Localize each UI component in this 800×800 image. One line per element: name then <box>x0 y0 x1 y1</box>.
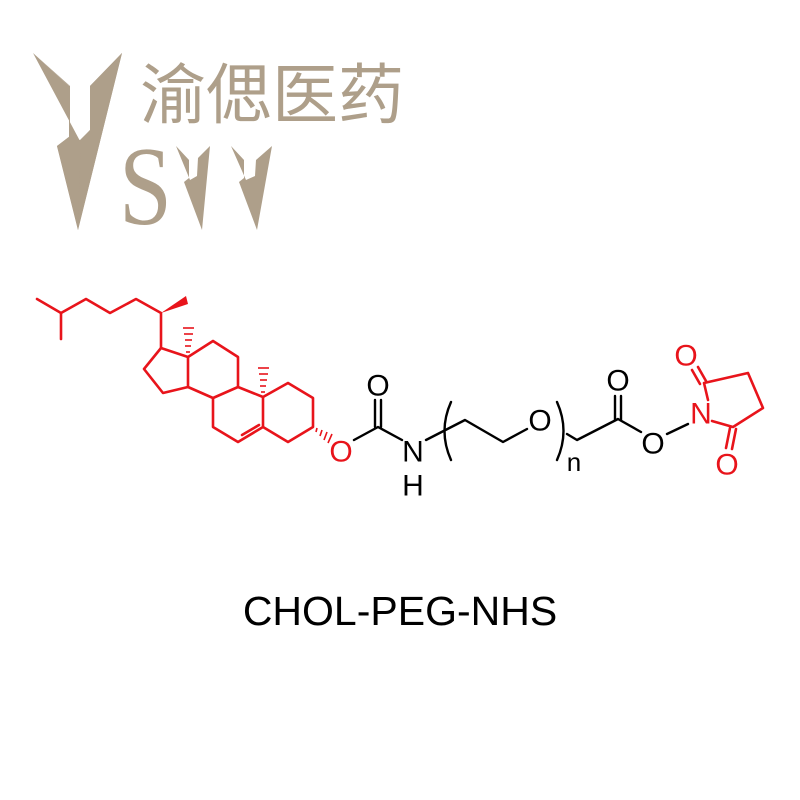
wedge-bond <box>161 296 188 313</box>
atom-o-carbonyl: O <box>366 370 389 403</box>
ring-a <box>261 381 315 444</box>
logo-brand-name: 渝偲医药 <box>140 57 404 134</box>
compound-name: CHOL-PEG-NHS <box>242 588 558 634</box>
nhs-carbonyl-top-2 <box>696 365 708 383</box>
nhs-carbonyl-bottom-2 <box>730 427 738 451</box>
logo-small-v-1 <box>176 146 210 230</box>
atom-h: H <box>402 470 424 503</box>
peg-linker: O N H O n O O <box>352 365 690 503</box>
nhs-carbonyl-bottom <box>724 426 732 450</box>
acid-bonds <box>565 417 643 442</box>
o-n-bond <box>665 422 690 436</box>
hashed-methyl-c13 <box>183 327 194 353</box>
carbamate-bonds <box>352 425 404 442</box>
logo-large-v-left <box>33 53 80 230</box>
double-bond <box>240 423 261 437</box>
hashed-bond-c3-o <box>315 427 333 444</box>
atom-n-nhs: N <box>690 398 712 431</box>
atom-o-nhs-top: O <box>674 340 697 373</box>
ring-c <box>186 339 240 400</box>
atom-o-peg: O <box>528 405 551 438</box>
atom-o-acid-carbonyl: O <box>606 365 629 398</box>
ring-b <box>211 385 265 444</box>
repeat-subscript-n: n <box>567 447 581 477</box>
logo-letter-s: S <box>119 125 172 249</box>
succinimide-ring <box>702 371 765 429</box>
peg-chain-bonds <box>424 418 529 444</box>
atom-o-ester: O <box>641 428 664 461</box>
nhs-moiety: N O O <box>674 340 765 482</box>
logo-large-v-right <box>78 53 122 230</box>
logo-small-v-2 <box>231 146 272 230</box>
side-chain-bonds <box>35 297 163 350</box>
atom-o-cholesterol: O <box>329 436 352 469</box>
atom-n: N <box>402 436 424 469</box>
repeat-bracket-right <box>555 400 565 462</box>
atom-o-nhs-bottom: O <box>715 449 738 482</box>
cholesterol-moiety: O <box>35 296 353 469</box>
hashed-methyl-c10 <box>258 367 269 393</box>
nhs-carbonyl-top <box>690 368 702 386</box>
ring-d <box>142 346 190 395</box>
company-logo: S 渝偲医药 <box>33 53 404 249</box>
